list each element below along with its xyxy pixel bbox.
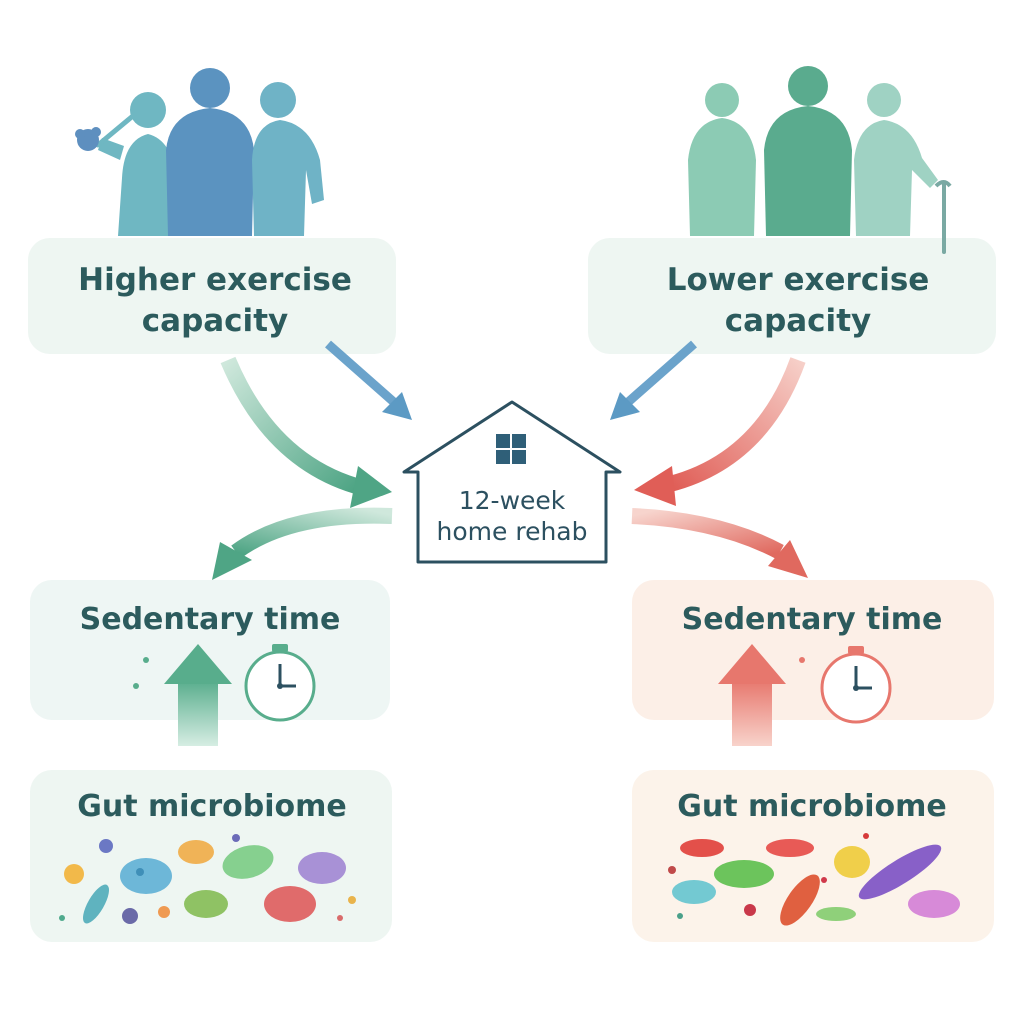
right-sedentary-panel bbox=[632, 580, 994, 720]
microbe-icon-cluster-right bbox=[668, 833, 960, 926]
blue-arrow-right bbox=[610, 340, 697, 420]
higher-capacity-label-2: capacity bbox=[142, 303, 288, 339]
microbe-icon bbox=[668, 866, 676, 874]
lower-capacity-label: Lower exercise bbox=[667, 262, 930, 298]
microbe-icon bbox=[714, 860, 774, 888]
microbe-icon bbox=[863, 833, 869, 839]
red-arrow-from-house bbox=[631, 508, 808, 578]
up-arrow-icon bbox=[164, 644, 232, 746]
microbe-icon-cluster-left bbox=[59, 834, 356, 924]
higher-capacity-label: Higher exercise bbox=[78, 262, 352, 298]
microbe-icon bbox=[222, 845, 274, 879]
microbe-icon bbox=[672, 880, 716, 904]
microbe-icon bbox=[780, 874, 820, 926]
lower-capacity-people-icon bbox=[688, 66, 952, 254]
right-microbiome-panel bbox=[632, 770, 994, 942]
microbe-icon bbox=[158, 906, 170, 918]
green-arrow-from-house bbox=[212, 507, 393, 580]
red-arrow-to-house bbox=[634, 357, 806, 506]
green-arrow-to-house bbox=[220, 356, 392, 508]
microbe-icon bbox=[184, 890, 228, 918]
stopwatch-icon bbox=[244, 644, 316, 722]
microbe-icon bbox=[677, 913, 683, 919]
microbe-icon bbox=[83, 884, 109, 924]
microbe-icon bbox=[337, 915, 343, 921]
dot-icon bbox=[799, 657, 805, 663]
microbe-icon bbox=[122, 908, 138, 924]
microbe-icon bbox=[766, 839, 814, 857]
left-microbiome-label: Gut microbiome bbox=[77, 789, 346, 824]
microbe-icon bbox=[264, 886, 316, 922]
microbe-icon bbox=[744, 904, 756, 916]
microbe-icon bbox=[816, 907, 856, 921]
microbe-icon bbox=[120, 858, 172, 894]
right-microbiome-label: Gut microbiome bbox=[677, 789, 946, 824]
stopwatch-icon bbox=[820, 646, 892, 724]
lower-capacity-label-2: capacity bbox=[725, 303, 871, 339]
blue-arrow-left bbox=[325, 340, 412, 420]
right-sedentary-label: Sedentary time bbox=[682, 602, 943, 637]
microbe-icon bbox=[858, 844, 942, 900]
microbe-icon bbox=[64, 864, 84, 884]
microbe-icon bbox=[232, 834, 240, 842]
microbe-icon bbox=[59, 915, 65, 921]
microbe-icon bbox=[834, 846, 870, 878]
dot-icon bbox=[143, 657, 149, 663]
rehab-label-line1: 12-week bbox=[459, 486, 566, 515]
microbe-icon bbox=[99, 839, 113, 853]
microbe-icon bbox=[908, 890, 960, 918]
microbe-icon bbox=[298, 852, 346, 884]
lower-capacity-panel bbox=[588, 238, 996, 354]
higher-capacity-panel bbox=[28, 238, 396, 354]
up-arrow-icon bbox=[718, 644, 786, 746]
microbe-icon bbox=[348, 896, 356, 904]
left-sedentary-label: Sedentary time bbox=[80, 602, 341, 637]
microbe-icon bbox=[680, 839, 724, 857]
rehab-label-line2: home rehab bbox=[437, 517, 588, 546]
dot-icon bbox=[133, 683, 139, 689]
house-icon bbox=[402, 400, 622, 564]
microbe-icon bbox=[821, 877, 827, 883]
higher-capacity-people-icon bbox=[75, 68, 324, 236]
microbe-icon bbox=[178, 840, 214, 864]
